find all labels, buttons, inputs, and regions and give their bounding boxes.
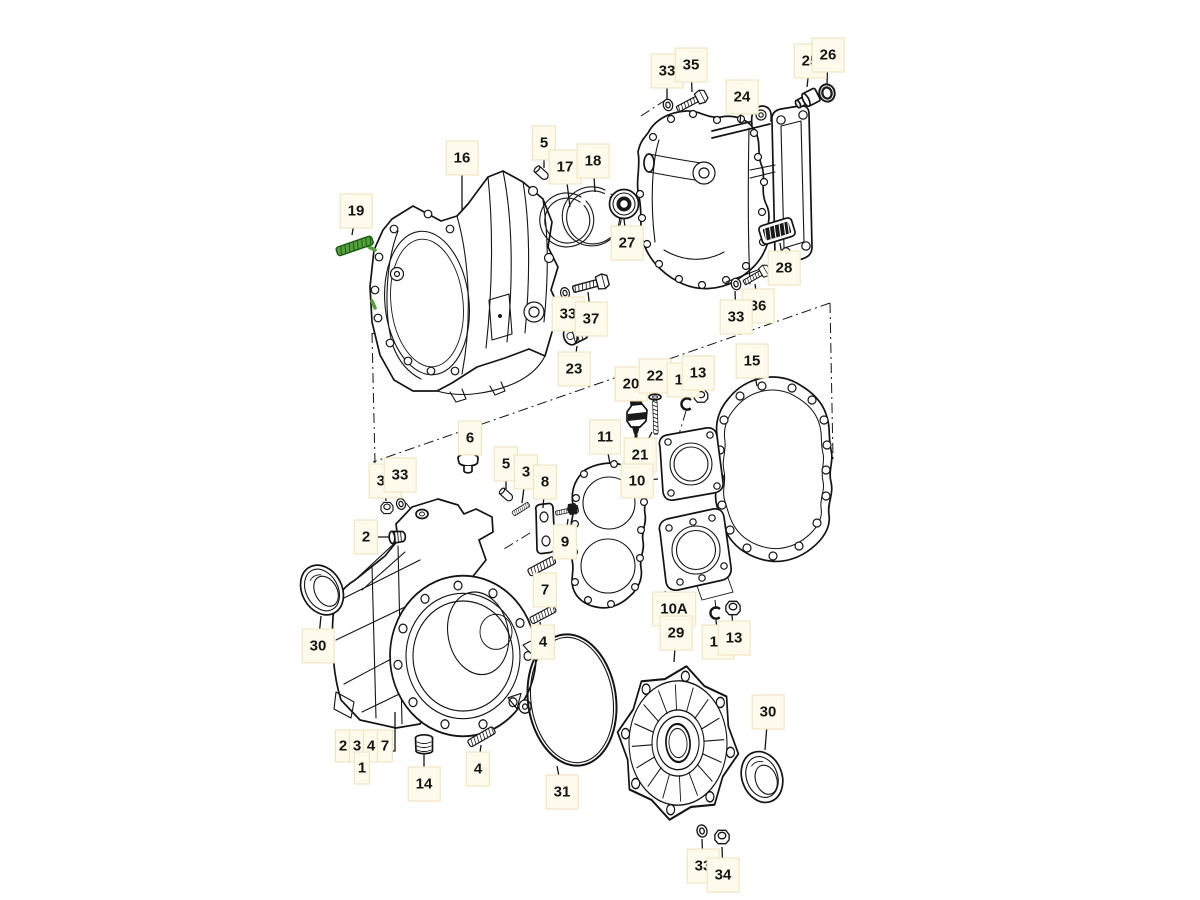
- part-label-22[interactable]: 22: [638, 358, 672, 394]
- part-33-washer: [661, 97, 675, 113]
- part-label-2[interactable]: 2: [353, 519, 379, 555]
- part-label-14[interactable]: 14: [407, 766, 441, 802]
- part-31-o-ring: [526, 633, 618, 767]
- part-label-10[interactable]: 10: [620, 463, 654, 499]
- part-label-27[interactable]: 27: [610, 225, 644, 261]
- part-20-oil-pressure-switch: [626, 397, 648, 438]
- part-19-stud-highlighted[interactable]: [334, 234, 375, 258]
- part-label-9[interactable]: 9: [552, 524, 578, 560]
- part-10-bearing-flange: [658, 426, 724, 502]
- part-4-stud: [528, 604, 558, 625]
- part-label-7[interactable]: 7: [376, 729, 394, 763]
- part-14-spring-plug: [414, 733, 434, 755]
- part-label-37[interactable]: 37: [574, 301, 608, 337]
- part-label-6[interactable]: 6: [457, 420, 483, 456]
- part-label-13[interactable]: 13: [681, 355, 715, 391]
- part-25-plug: [794, 87, 821, 109]
- part-label-26[interactable]: 26: [811, 37, 845, 73]
- part-12-lock-washer: [679, 396, 694, 412]
- part-label-19-highlighted[interactable]: 19: [339, 193, 373, 229]
- part-9-bolt-head: [567, 503, 578, 515]
- part-26-seal-ring: [818, 83, 836, 103]
- part-label-1[interactable]: 1: [353, 751, 371, 785]
- part-11-gasket: [569, 460, 648, 609]
- part-22-seal-ring: [648, 393, 662, 401]
- part-28-breather: [758, 217, 796, 245]
- part-label-8[interactable]: 8: [532, 464, 558, 500]
- part-label-31[interactable]: 31: [545, 774, 579, 810]
- highlight-marks: [367, 245, 377, 310]
- part-label-7[interactable]: 7: [532, 572, 558, 608]
- part-label-33[interactable]: 33: [719, 299, 753, 335]
- part-15-gasket: [714, 376, 833, 563]
- part-label-23[interactable]: 23: [557, 351, 591, 387]
- part-3-stud: [511, 501, 531, 517]
- part-21-stud: [651, 399, 659, 435]
- part-29-differential-cover: [616, 665, 740, 821]
- part-label-18[interactable]: 18: [576, 143, 610, 179]
- small-parts: [334, 83, 836, 845]
- part-label-13[interactable]: 13: [717, 620, 751, 656]
- part-12-lock-washer: [708, 605, 723, 621]
- part-13-nut: [725, 600, 741, 616]
- part-10a-bearing-flange: [658, 507, 733, 592]
- part-34-lock-nut: [714, 829, 730, 845]
- part-label-24[interactable]: 24: [725, 79, 759, 115]
- part-1-transmission-case: [331, 498, 537, 738]
- part-label-11[interactable]: 11: [589, 419, 621, 455]
- part-label-15[interactable]: 15: [735, 343, 769, 379]
- part-5-dowel-pin: [497, 486, 515, 503]
- part-6-plug: [457, 452, 479, 474]
- part-label-35[interactable]: 35: [674, 47, 708, 83]
- part-label-29[interactable]: 29: [659, 615, 693, 651]
- part-label-4[interactable]: 4: [465, 751, 491, 787]
- part-2-plug: [388, 530, 407, 545]
- part-33-washer: [394, 497, 408, 511]
- part-label-34[interactable]: 34: [706, 857, 740, 893]
- part-label-30[interactable]: 30: [751, 694, 785, 730]
- part-label-4[interactable]: 4: [530, 624, 556, 660]
- part-34-lock-nut: [380, 501, 394, 515]
- part-27-bearing: [608, 188, 640, 220]
- part-label-30[interactable]: 30: [301, 628, 335, 664]
- part-5-dowel-pin: [532, 164, 551, 182]
- part-17-snap-ring: [539, 192, 595, 248]
- part-label-16[interactable]: 16: [445, 140, 479, 176]
- part-label-33[interactable]: 33: [383, 457, 417, 493]
- part-33-washer: [694, 823, 710, 839]
- part-label-28[interactable]: 28: [767, 250, 801, 286]
- part-30-seal-left: [299, 564, 345, 616]
- part-30-seal-right: [740, 750, 784, 804]
- part-37-bolt: [570, 272, 611, 298]
- part-24-side-cover-housing: [635, 104, 813, 290]
- part-16-gear-housing: [367, 170, 562, 403]
